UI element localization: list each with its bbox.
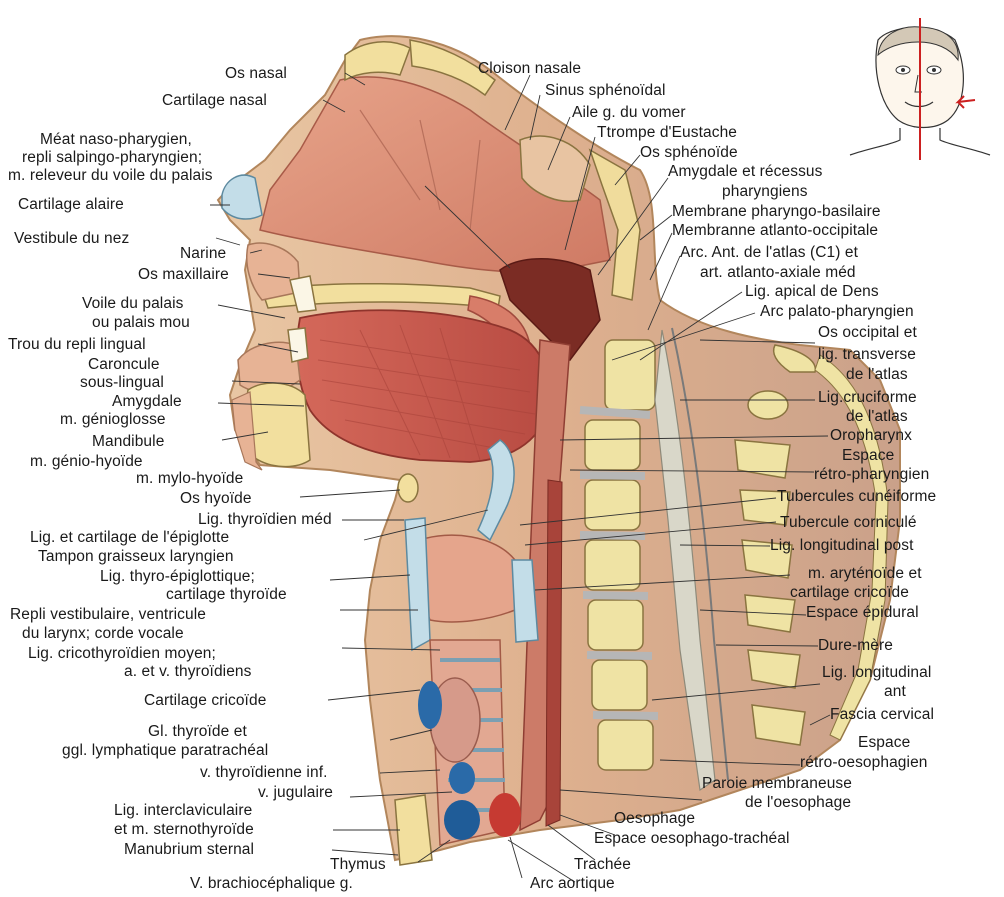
- larynx: [415, 535, 515, 622]
- thyroid-vein: [418, 681, 442, 729]
- oesophagus: [546, 480, 562, 826]
- jugular-vein: [449, 762, 475, 794]
- manubrium: [395, 795, 432, 865]
- alar-cartilage: [222, 175, 262, 219]
- brachiocephalic-vein: [444, 800, 480, 840]
- hyoid-bone: [398, 474, 418, 502]
- orientation-face-thumbnail: [850, 18, 990, 160]
- aortic-arch: [489, 793, 521, 837]
- lower-incisor: [288, 328, 308, 362]
